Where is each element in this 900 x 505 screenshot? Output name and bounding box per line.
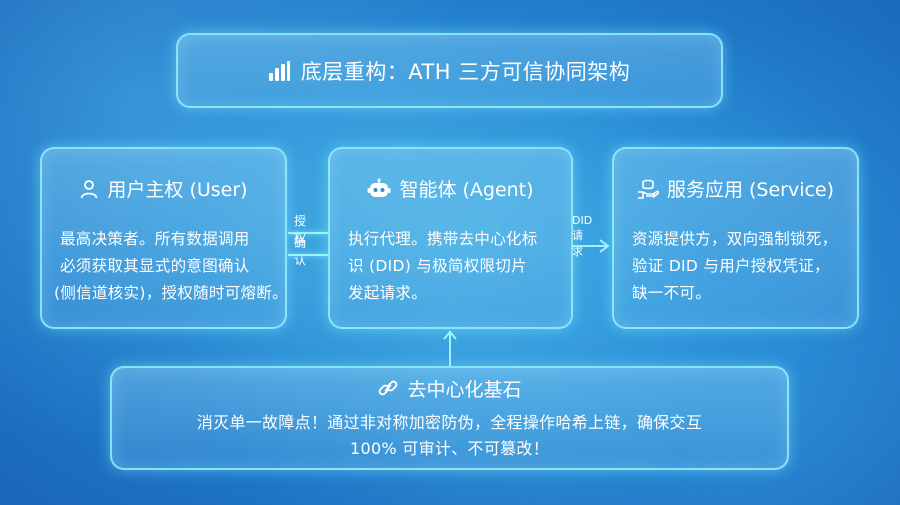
connector-label-authorize: 授权 — [294, 214, 307, 245]
agent-desc-line: 识 (DID) 与极简权限切片 — [348, 257, 527, 275]
service-node-description: 资源提供方，双向强制锁死， 验证 DID 与用户授权凭证， 缺一不可。 — [632, 226, 839, 307]
agent-desc-line: 发起请求。 — [348, 284, 428, 302]
foundation-title: 去中心化基石 — [407, 378, 522, 401]
service-desc-line: 缺一不可。 — [632, 284, 712, 302]
service-desc-line: 资源提供方，双向强制锁死， — [632, 230, 838, 248]
user-desc-line: 必须获取其显式的意图确认 — [60, 257, 250, 275]
foundation-desc-line: 100% 可审计、不可篡改！ — [349, 438, 550, 458]
user-desc-line: 最高决策者。所有数据调用 — [60, 230, 250, 248]
chain-link-icon — [377, 377, 399, 399]
user-node-header: 用户主权 (User) — [60, 175, 267, 202]
robot-icon — [367, 178, 391, 200]
user-node-title: 用户主权 (User) — [107, 179, 248, 201]
connector-label-confirm: 确认 — [294, 236, 307, 267]
user-node: 用户主权 (User) 最高决策者。所有数据调用 必须获取其显式的意图确认 (侧… — [40, 147, 288, 329]
person-icon — [79, 179, 99, 199]
agent-node-header: 智能体 (Agent) — [348, 175, 553, 202]
user-desc-line: (侧信道核实)，授权随时可熔断。 — [54, 284, 288, 302]
foundation-desc-line: 消灭单一故障点！通过非对称加密防伪，全程操作哈希上链，确保交互 — [196, 412, 703, 432]
service-node: 服务应用 (Service) 资源提供方，双向强制锁死， 验证 DID 与用户授… — [612, 147, 859, 329]
agent-desc-line: 执行代理。携带去中心化标 — [348, 230, 538, 248]
agent-node: 智能体 (Agent) 执行代理。携带去中心化标 识 (DID) 与极简权限切片… — [328, 147, 573, 329]
arrow-up-icon — [443, 330, 457, 366]
foundation-card: 去中心化基石 消灭单一故障点！通过非对称加密防伪，全程操作哈希上链，确保交互 1… — [110, 366, 789, 470]
page-title: 底层重构：ATH 三方可信协同架构 — [300, 59, 631, 84]
title-banner: 底层重构：ATH 三方可信协同架构 — [176, 33, 723, 108]
foundation-header: 去中心化基石 — [377, 375, 522, 402]
user-agent-line-top — [288, 232, 328, 234]
service-desc-line: 验证 DID 与用户授权凭证， — [632, 257, 830, 275]
agent-node-description: 执行代理。携带去中心化标 识 (DID) 与极简权限切片 发起请求。 — [348, 226, 553, 307]
service-node-title: 服务应用 (Service) — [666, 179, 835, 201]
agent-node-title: 智能体 (Agent) — [399, 179, 534, 201]
bar-chart-icon — [268, 60, 291, 81]
service-node-header: 服务应用 (Service) — [632, 175, 839, 202]
arrow-right-icon — [572, 239, 610, 253]
service-hand-icon — [637, 179, 659, 199]
connector-label-did-request: DID 请求 — [572, 214, 593, 258]
user-node-description: 最高决策者。所有数据调用 必须获取其显式的意图确认 (侧信道核实)，授权随时可熔… — [54, 226, 288, 307]
user-agent-line-bottom — [288, 254, 328, 256]
